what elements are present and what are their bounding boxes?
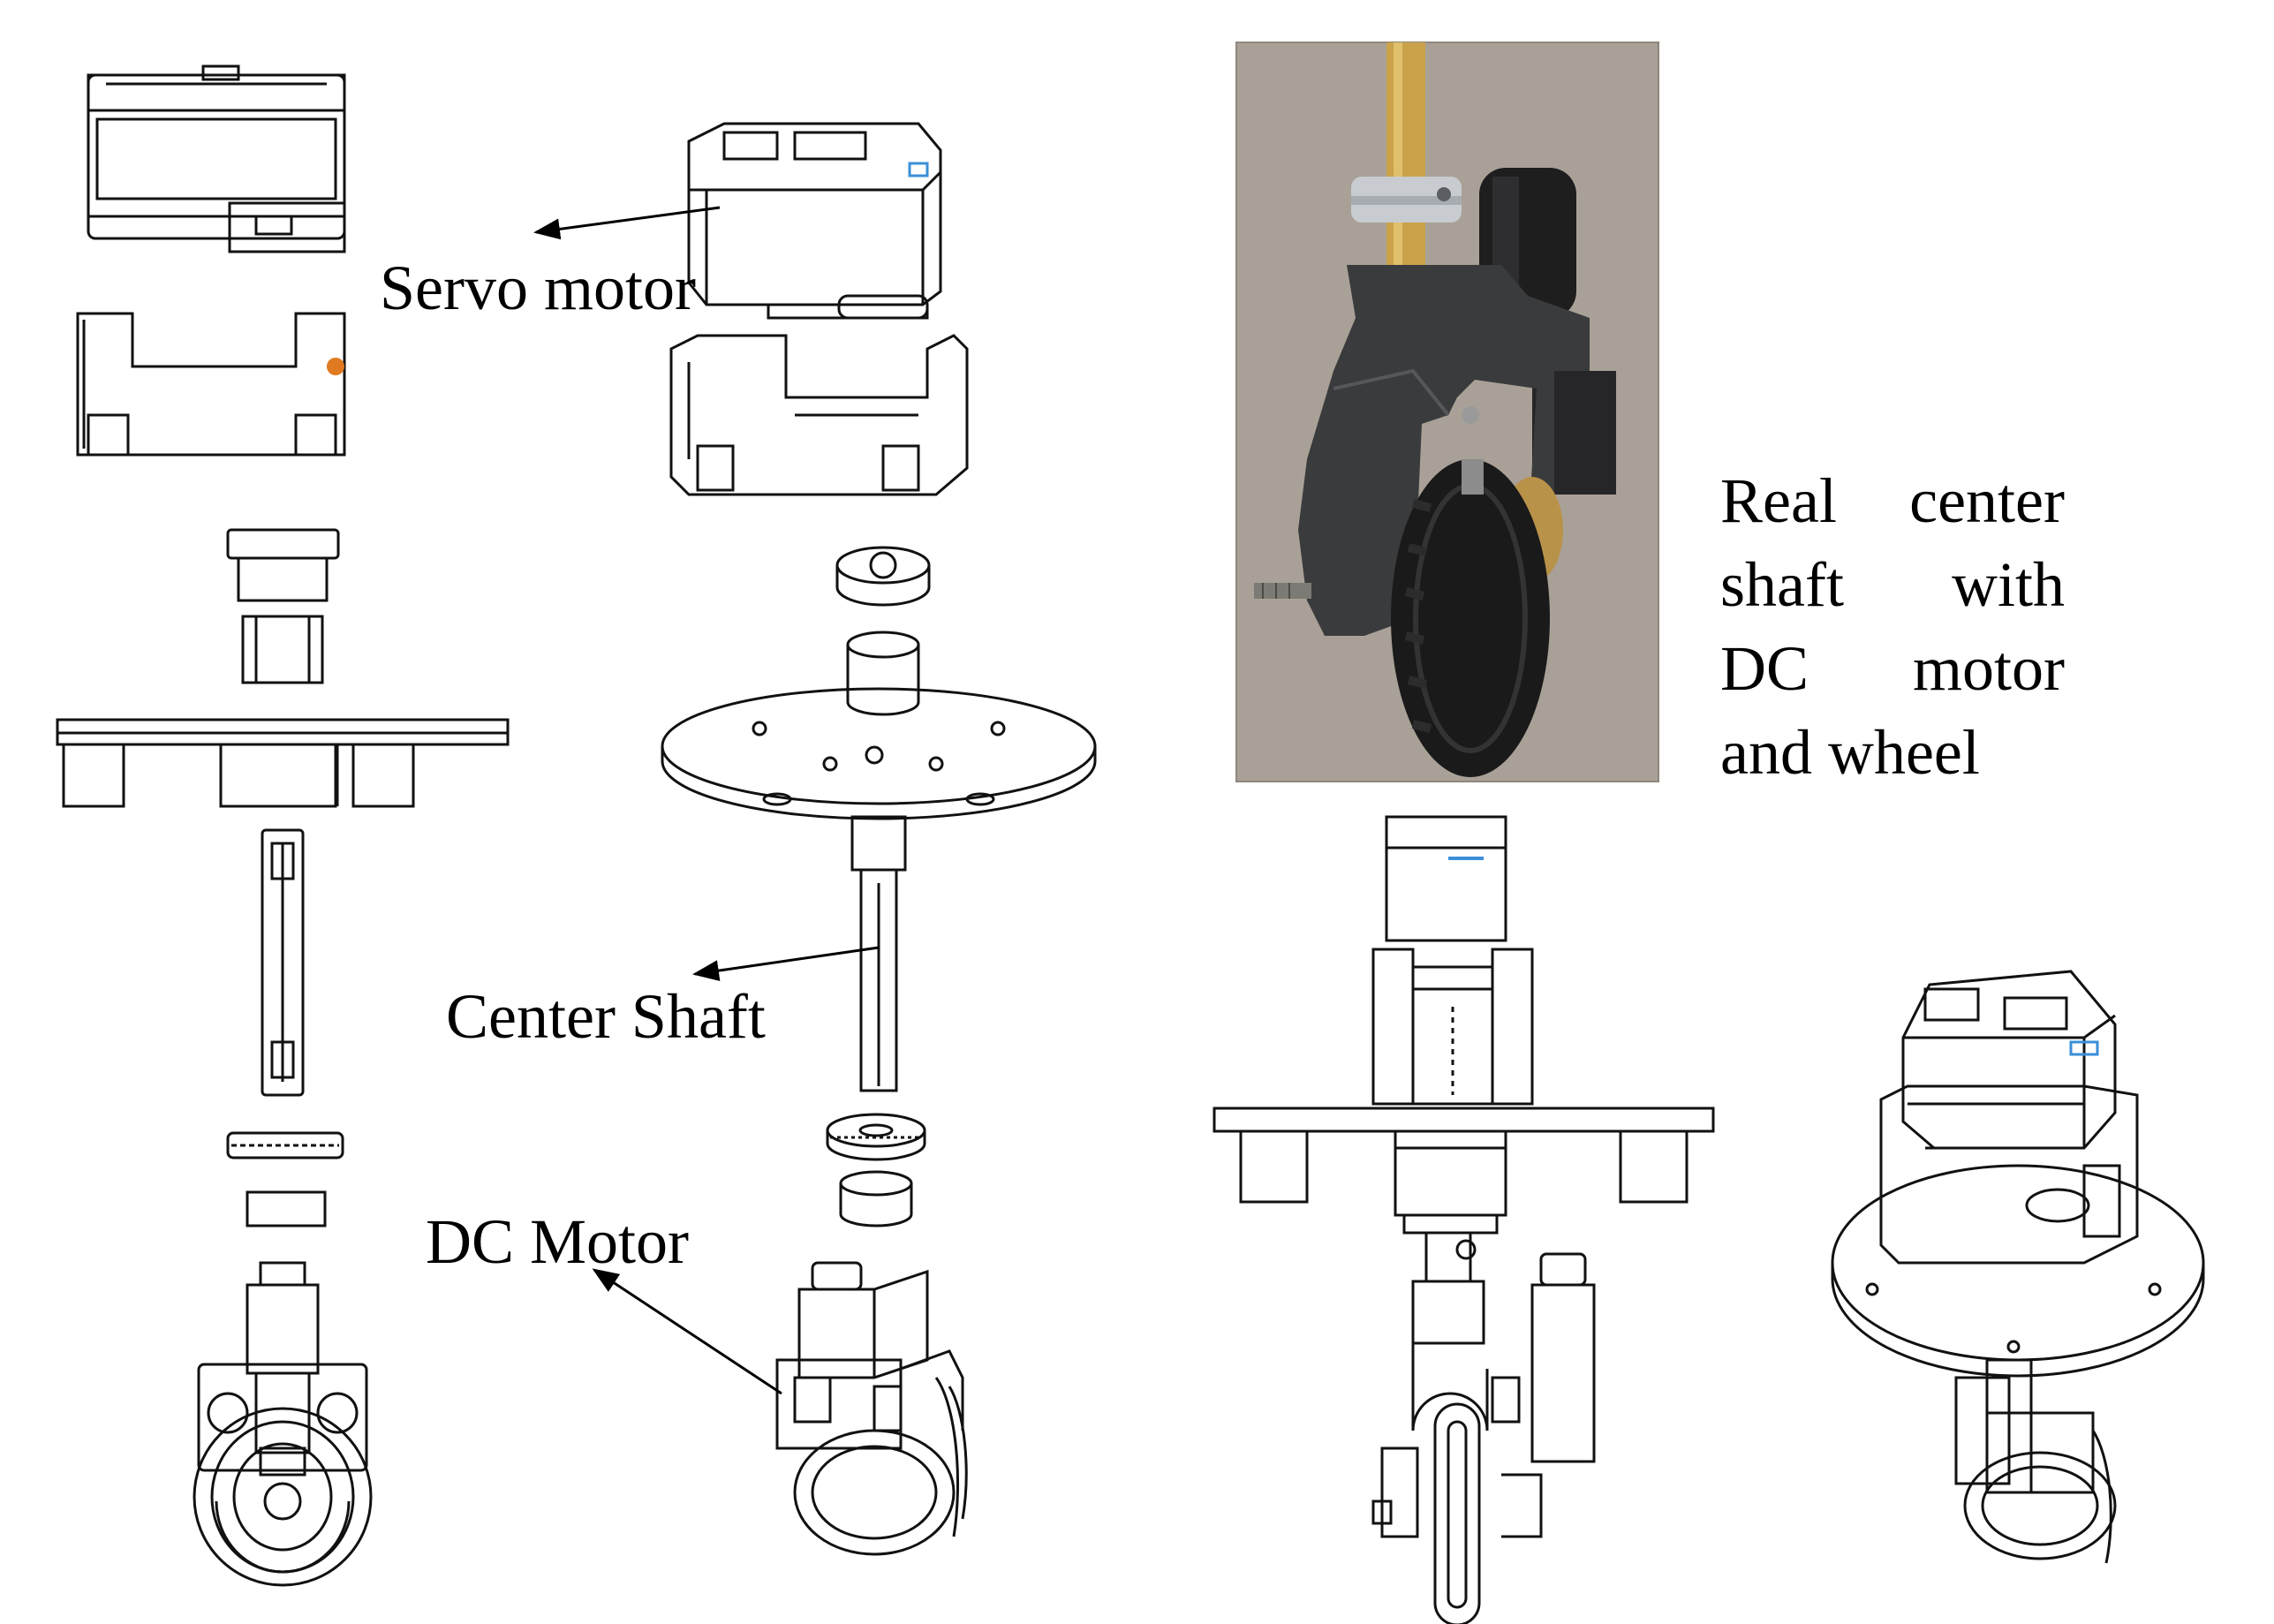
brass-shaft-photo-part bbox=[1386, 42, 1425, 272]
front-exploded-view bbox=[56, 64, 510, 1587]
wheel-photo-part bbox=[1391, 459, 1550, 777]
caption-line-2: shaft with bbox=[1720, 543, 2065, 627]
coupler-iso-drawing bbox=[835, 546, 931, 716]
caption-word: motor bbox=[1913, 633, 2065, 704]
caption-line-3: DC motor bbox=[1720, 627, 2065, 711]
real-center-shaft-photo bbox=[1235, 42, 1659, 782]
arrow-servo-icon bbox=[533, 206, 721, 240]
dc-wheel-front-drawing bbox=[193, 1261, 373, 1587]
arrow-shaft-icon bbox=[692, 946, 880, 982]
round-plate-iso-drawing bbox=[661, 687, 1097, 820]
arrows bbox=[533, 206, 880, 1395]
gear-iso-drawing bbox=[826, 1113, 926, 1227]
base-plate-front-drawing bbox=[56, 718, 510, 808]
servo-motor-front-drawing bbox=[87, 64, 346, 253]
servo-bracket-iso-drawing bbox=[669, 334, 969, 496]
photo-caption: Real center shaft with DC motor and whee… bbox=[1720, 459, 2065, 795]
caption-line-1: Real center bbox=[1720, 459, 2065, 543]
caption-word: and wheel bbox=[1720, 717, 1980, 788]
servo-motor-label: Servo motor bbox=[380, 253, 696, 323]
caption-word: center bbox=[1909, 465, 2065, 536]
caption-word: shaft bbox=[1720, 549, 1844, 620]
center-shaft-front-drawing bbox=[261, 828, 305, 1097]
caption-line-4: and wheel bbox=[1720, 711, 2065, 795]
servo-bracket-front-drawing bbox=[76, 312, 346, 457]
dc-wheel-iso-drawing bbox=[775, 1261, 968, 1556]
dc-motor-label: DC Motor bbox=[426, 1206, 690, 1277]
servo-motor-iso-drawing bbox=[687, 122, 942, 320]
bracket-photo-part bbox=[1298, 265, 1590, 636]
center-shaft-iso-drawing bbox=[850, 815, 907, 1092]
center-shaft-label: Center Shaft bbox=[446, 981, 766, 1052]
isometric-exploded-view bbox=[661, 122, 1097, 1556]
bearing-front-drawing bbox=[226, 1131, 344, 1227]
front-assembled-view bbox=[1213, 815, 1715, 1624]
arrow-dc-icon bbox=[592, 1268, 782, 1395]
caption-word: DC bbox=[1720, 633, 1809, 704]
caption-word: with bbox=[1951, 549, 2065, 620]
isometric-assembled-view bbox=[1831, 970, 2205, 1564]
coupler-front-drawing bbox=[226, 528, 340, 684]
caption-word: Real bbox=[1720, 465, 1837, 536]
